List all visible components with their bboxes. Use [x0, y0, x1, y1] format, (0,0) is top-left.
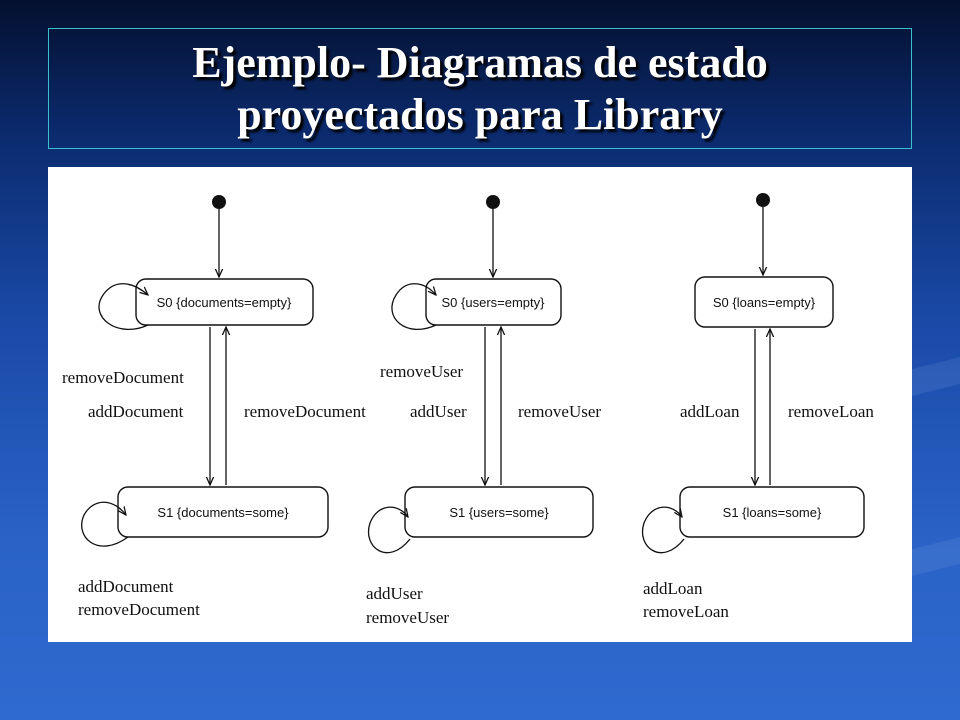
- state-s0-box: [425, 278, 562, 326]
- transition-up-event: removeDocument: [244, 402, 366, 421]
- s1-self-loop: [367, 506, 411, 554]
- s1-self-event-2: removeLoan: [643, 602, 729, 621]
- s1-self-event-1: addDocument: [78, 577, 174, 596]
- state-s0-label: S0 {users=empty}: [442, 295, 546, 310]
- state-s1-label: S1 {documents=some}: [157, 505, 289, 520]
- s0-self-event: removeUser: [380, 362, 463, 381]
- state-diagrams: S0 {documents=empty} removeDocument addD…: [62, 193, 874, 627]
- s1-self-event-2: removeUser: [366, 608, 449, 627]
- initial-state-dot: [212, 195, 226, 209]
- transition-down-event: addDocument: [88, 402, 184, 421]
- state-s0-box: [135, 278, 314, 326]
- initial-state-dot: [486, 195, 500, 209]
- s1-self-loop: [81, 501, 129, 547]
- s1-self-loop: [641, 506, 685, 554]
- initial-state-dot: [756, 193, 770, 207]
- state-s0-label: S0 {documents=empty}: [157, 295, 292, 310]
- transition-up-event: removeUser: [518, 402, 601, 421]
- s0-self-loop: [98, 283, 148, 331]
- transition-up-event: removeLoan: [788, 402, 874, 421]
- state-s1-label: S1 {loans=some}: [723, 505, 822, 520]
- state-diagram-loans: S0 {loans=empty} addLoan removeLoan S1 {…: [641, 193, 874, 621]
- diagram-panel: S0 {documents=empty} removeDocument addD…: [48, 167, 912, 642]
- slide-title-line-2: proyectados para Library: [237, 89, 723, 139]
- s1-self-event-2: removeDocument: [78, 600, 200, 619]
- state-s0-box: [694, 276, 834, 328]
- s1-self-event-1: addUser: [366, 584, 423, 603]
- state-diagram-documents: S0 {documents=empty} removeDocument addD…: [62, 195, 366, 619]
- state-s0-label: S0 {loans=empty}: [713, 295, 816, 310]
- slide-title-box: Ejemplo- Diagramas de estado proyectados…: [48, 28, 912, 149]
- s0-self-event: removeDocument: [62, 368, 184, 387]
- s1-self-event-1: addLoan: [643, 579, 703, 598]
- transition-down-event: addLoan: [680, 402, 740, 421]
- transition-down-event: addUser: [410, 402, 467, 421]
- slide-title-line-1: Ejemplo- Diagramas de estado: [192, 37, 768, 87]
- state-s1-label: S1 {users=some}: [449, 505, 549, 520]
- s0-self-loop: [391, 283, 436, 331]
- state-diagram-users: S0 {users=empty} removeUser addUser remo…: [366, 195, 601, 627]
